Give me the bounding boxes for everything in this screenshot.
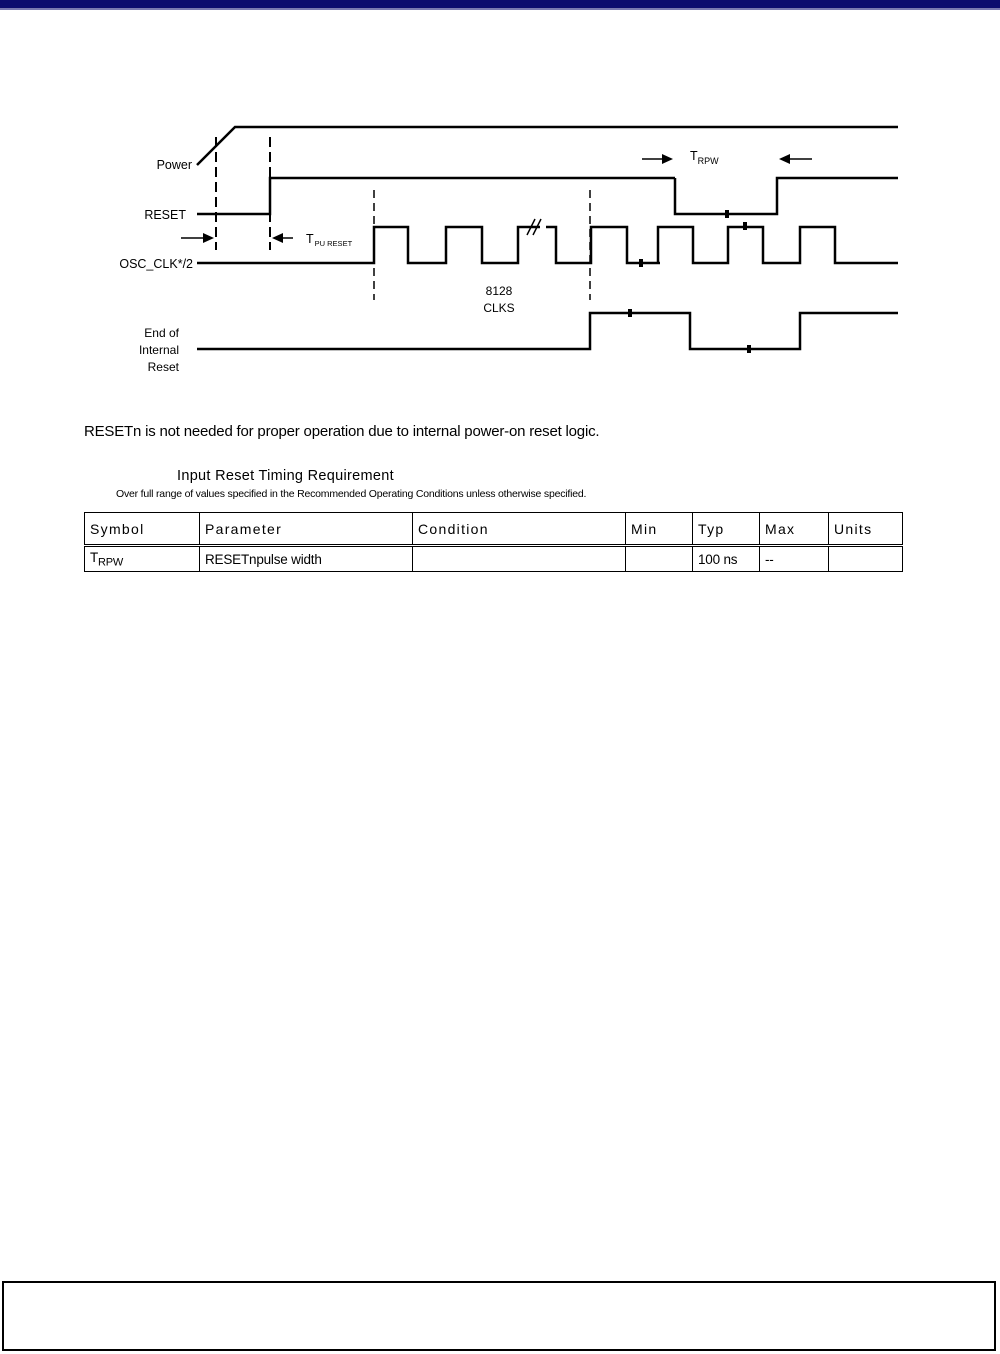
header-units: Units — [828, 512, 903, 547]
clks-count: 8128 — [486, 284, 513, 298]
symbol-main: T — [90, 549, 99, 565]
jitter-mark — [743, 222, 747, 230]
power-label: Power — [157, 158, 192, 172]
tpu-arrowhead-left — [203, 233, 214, 243]
reset-pulse-waveform — [673, 176, 898, 216]
symbol-subscript: RPW — [98, 556, 124, 569]
trpw-main: T — [690, 149, 698, 163]
reset-label: RESET — [144, 208, 186, 222]
clock-break-mark-2 — [532, 218, 542, 236]
header-parameter: Parameter — [199, 512, 413, 547]
cell-symbol: TRPW — [84, 545, 200, 572]
jitter-mark — [639, 259, 643, 267]
footer-box — [2, 1281, 996, 1351]
internal-reset-label-1: End of — [144, 326, 179, 340]
cell-max: -- — [759, 545, 829, 572]
header-bar — [0, 0, 1000, 8]
tpu-subscript: PU RESET — [315, 239, 353, 248]
tpu-main: T — [306, 232, 314, 246]
table-row: TRPW RESETnpulse width 100 ns -- — [84, 545, 903, 572]
table-subtitle: Over full range of values specified in t… — [116, 488, 587, 500]
internal-reset-waveform — [197, 311, 898, 351]
internal-reset-label-3: Reset — [148, 360, 180, 374]
header-typ: Typ — [692, 512, 760, 547]
jitter-mark — [747, 345, 751, 353]
osc-clk-label: OSC_CLK*/2 — [119, 257, 193, 271]
jitter-mark — [628, 309, 632, 317]
cell-units — [828, 545, 903, 572]
internal-reset-label-2: Internal — [139, 343, 179, 357]
header-min: Min — [625, 512, 693, 547]
trpw-arrowhead-right — [779, 154, 790, 164]
power-waveform — [196, 125, 898, 166]
cell-condition — [412, 545, 626, 572]
reset-timing-diagram: Power RESET OSC_CLK*/2 End of Internal R… — [119, 125, 898, 374]
jitter-mark — [725, 210, 729, 218]
table-title: Input Reset Timing Requirement — [177, 468, 394, 484]
clks-label: CLKS — [483, 301, 514, 315]
trpw-subscript: RPW — [698, 156, 720, 166]
cell-parameter: RESETnpulse width — [199, 545, 413, 572]
osc-clk-waveform-2 — [546, 225, 660, 265]
tpu-reset-label: TPU RESET — [306, 232, 353, 248]
reset-timing-table: Symbol Parameter Condition Min Typ Max U… — [84, 512, 903, 572]
header-max: Max — [759, 512, 829, 547]
cell-typ: 100 ns — [692, 545, 760, 572]
reset-note: RESETn is not needed for proper operatio… — [84, 423, 600, 440]
trpw-arrowhead-left — [662, 154, 673, 164]
header-bar-shadow — [0, 8, 1000, 10]
header-symbol: Symbol — [84, 512, 200, 547]
reset-waveform — [197, 176, 675, 216]
osc-clk-waveform-1 — [197, 225, 540, 265]
header-condition: Condition — [412, 512, 626, 547]
cell-min — [625, 545, 693, 572]
trpw-label: TRPW — [690, 149, 719, 166]
clock-break-mark-1 — [526, 218, 536, 236]
osc-clk-waveform-3 — [656, 225, 898, 265]
tpu-arrowhead-right — [272, 233, 283, 243]
table-header-row: Symbol Parameter Condition Min Typ Max U… — [84, 512, 903, 547]
